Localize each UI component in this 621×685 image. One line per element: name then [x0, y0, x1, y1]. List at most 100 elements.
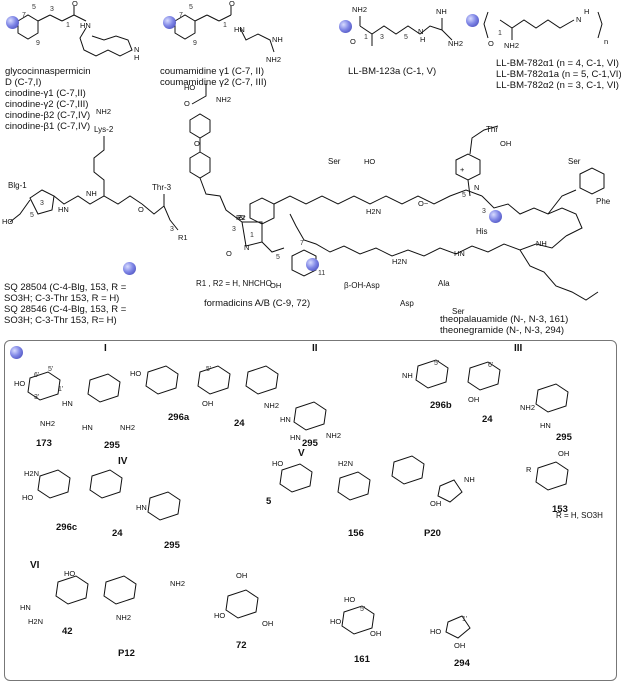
atom-label: OH	[500, 139, 512, 148]
atom-label: OH	[370, 629, 382, 638]
atom-label: 5'	[48, 366, 54, 373]
atom-label: HN	[234, 25, 245, 34]
compound-name: SQ 28504 (C-4-Blg, 153, R =	[4, 282, 127, 293]
atom-label: HN	[454, 249, 465, 258]
sugar-panel	[4, 340, 617, 681]
atom-label: HO	[130, 369, 142, 378]
atom-label: HN	[58, 205, 69, 214]
atom-label: O	[138, 205, 144, 214]
atom-label: 1'	[58, 386, 64, 393]
atom-label: NH	[86, 189, 97, 198]
atom-label: 5	[462, 192, 466, 199]
residue-label: Ala	[438, 279, 450, 288]
residue-label: Ser	[452, 307, 465, 316]
atom-label: 3	[170, 226, 174, 233]
atom-label: OH	[430, 499, 442, 508]
atom-label: OH	[236, 571, 248, 580]
atom-label: NH2	[170, 579, 186, 588]
compound-name: LL-BM-782α2 (n = 3, C-1, VI)	[496, 80, 619, 91]
attachment-sphere	[489, 210, 502, 223]
atom-label: 5	[30, 212, 34, 219]
attachment-sphere	[123, 262, 136, 275]
atom-label: H	[134, 53, 140, 62]
atom-label: N	[418, 27, 424, 36]
r-group-note: R = H, SO3H	[556, 511, 603, 520]
atom-label: 3	[232, 226, 236, 233]
atom-label: HO	[344, 595, 356, 604]
atom-label: H2N	[24, 469, 40, 478]
atom-label: n	[604, 37, 609, 46]
atom-label: 5'	[206, 366, 212, 373]
llbm782-structure	[483, 11, 603, 40]
atom-label: 3	[40, 200, 44, 207]
atom-label: OH	[202, 399, 214, 408]
atom-label: 9	[193, 40, 197, 47]
compound-name: coumamidine γ1 (C-7, II)	[160, 66, 265, 77]
atom-label: 3	[482, 208, 486, 215]
atom-label: NH	[402, 371, 413, 380]
atom-label: H2N	[366, 207, 382, 216]
atom-label: O−	[418, 199, 429, 208]
atom-label: HN	[280, 415, 291, 424]
compound-name: cinodine-γ1 (C-7,II)	[5, 88, 86, 99]
compound-name: theonegramide (N-, N-3, 294)	[440, 325, 565, 336]
atom-label: 7	[179, 12, 183, 19]
atom-label: 7	[300, 240, 304, 247]
atom-label: Br	[238, 213, 246, 222]
compound-name: LL-BM-782α1 (n = 4, C-1, VI)	[496, 58, 619, 69]
atom-label: N	[474, 183, 480, 192]
atom-label: HO	[2, 217, 14, 226]
atom-label: NH2	[520, 403, 536, 412]
atom-label: 1	[250, 232, 254, 239]
compound-name: LL-BM-123a (C-1, V)	[348, 66, 437, 77]
atom-label: HN	[80, 21, 91, 30]
group-label: II	[312, 343, 318, 354]
atom-label: HO	[364, 157, 376, 166]
compound-id: 294	[454, 658, 470, 669]
atom-label: NH2	[264, 401, 280, 410]
atom-label: 11	[318, 270, 326, 277]
atom-label: HN	[82, 423, 93, 432]
atom-label: R	[526, 465, 532, 474]
atom-label: NH2	[266, 55, 282, 64]
atom-label: HO	[64, 569, 76, 578]
atom-label: NH2	[96, 107, 112, 116]
compound-name: glycocinnaspermicin	[5, 66, 91, 77]
atom-label: 1	[223, 22, 227, 29]
atom-label: N	[576, 15, 582, 24]
atom-label: NH2	[326, 431, 342, 440]
atom-label: HO	[184, 83, 196, 92]
atom-label: OH	[262, 619, 274, 628]
atom-label: 1	[66, 22, 70, 29]
residue-label: Asp	[400, 299, 414, 308]
residue-label: Lys-2	[94, 125, 114, 134]
atom-label: HO	[272, 459, 284, 468]
formadicin-structure	[189, 84, 317, 277]
llbm123-structure	[359, 16, 453, 46]
atom-label: NH2	[352, 5, 368, 14]
atom-label: 7	[22, 12, 26, 19]
atom-label: 5	[276, 254, 280, 261]
atom-label: O	[229, 0, 235, 8]
atom-label: O	[194, 139, 200, 148]
glyco-structure	[17, 6, 133, 57]
atom-label: N	[134, 45, 140, 54]
atom-label: H	[420, 35, 426, 44]
atom-label: NH2	[120, 423, 136, 432]
compound-id: 295	[302, 438, 318, 449]
compound-id: P12	[118, 648, 135, 659]
atom-label: HO	[214, 611, 226, 620]
compound-id: 296b	[430, 400, 452, 411]
sq-structure	[9, 136, 179, 231]
atom-label: 1	[498, 30, 502, 37]
group-label: IV	[118, 456, 128, 467]
atom-label: HN	[20, 603, 31, 612]
residue-label: Phe	[596, 197, 611, 206]
attachment-sphere	[6, 16, 19, 29]
atom-label: 3'	[34, 394, 40, 401]
residue-label: Blg-1	[8, 181, 27, 190]
atom-label: HN	[136, 503, 147, 512]
residue-label: Thr	[486, 125, 498, 134]
compound-id: 295	[556, 432, 572, 443]
compound-name: cinodine-β1 (C-7,IV)	[5, 121, 91, 132]
